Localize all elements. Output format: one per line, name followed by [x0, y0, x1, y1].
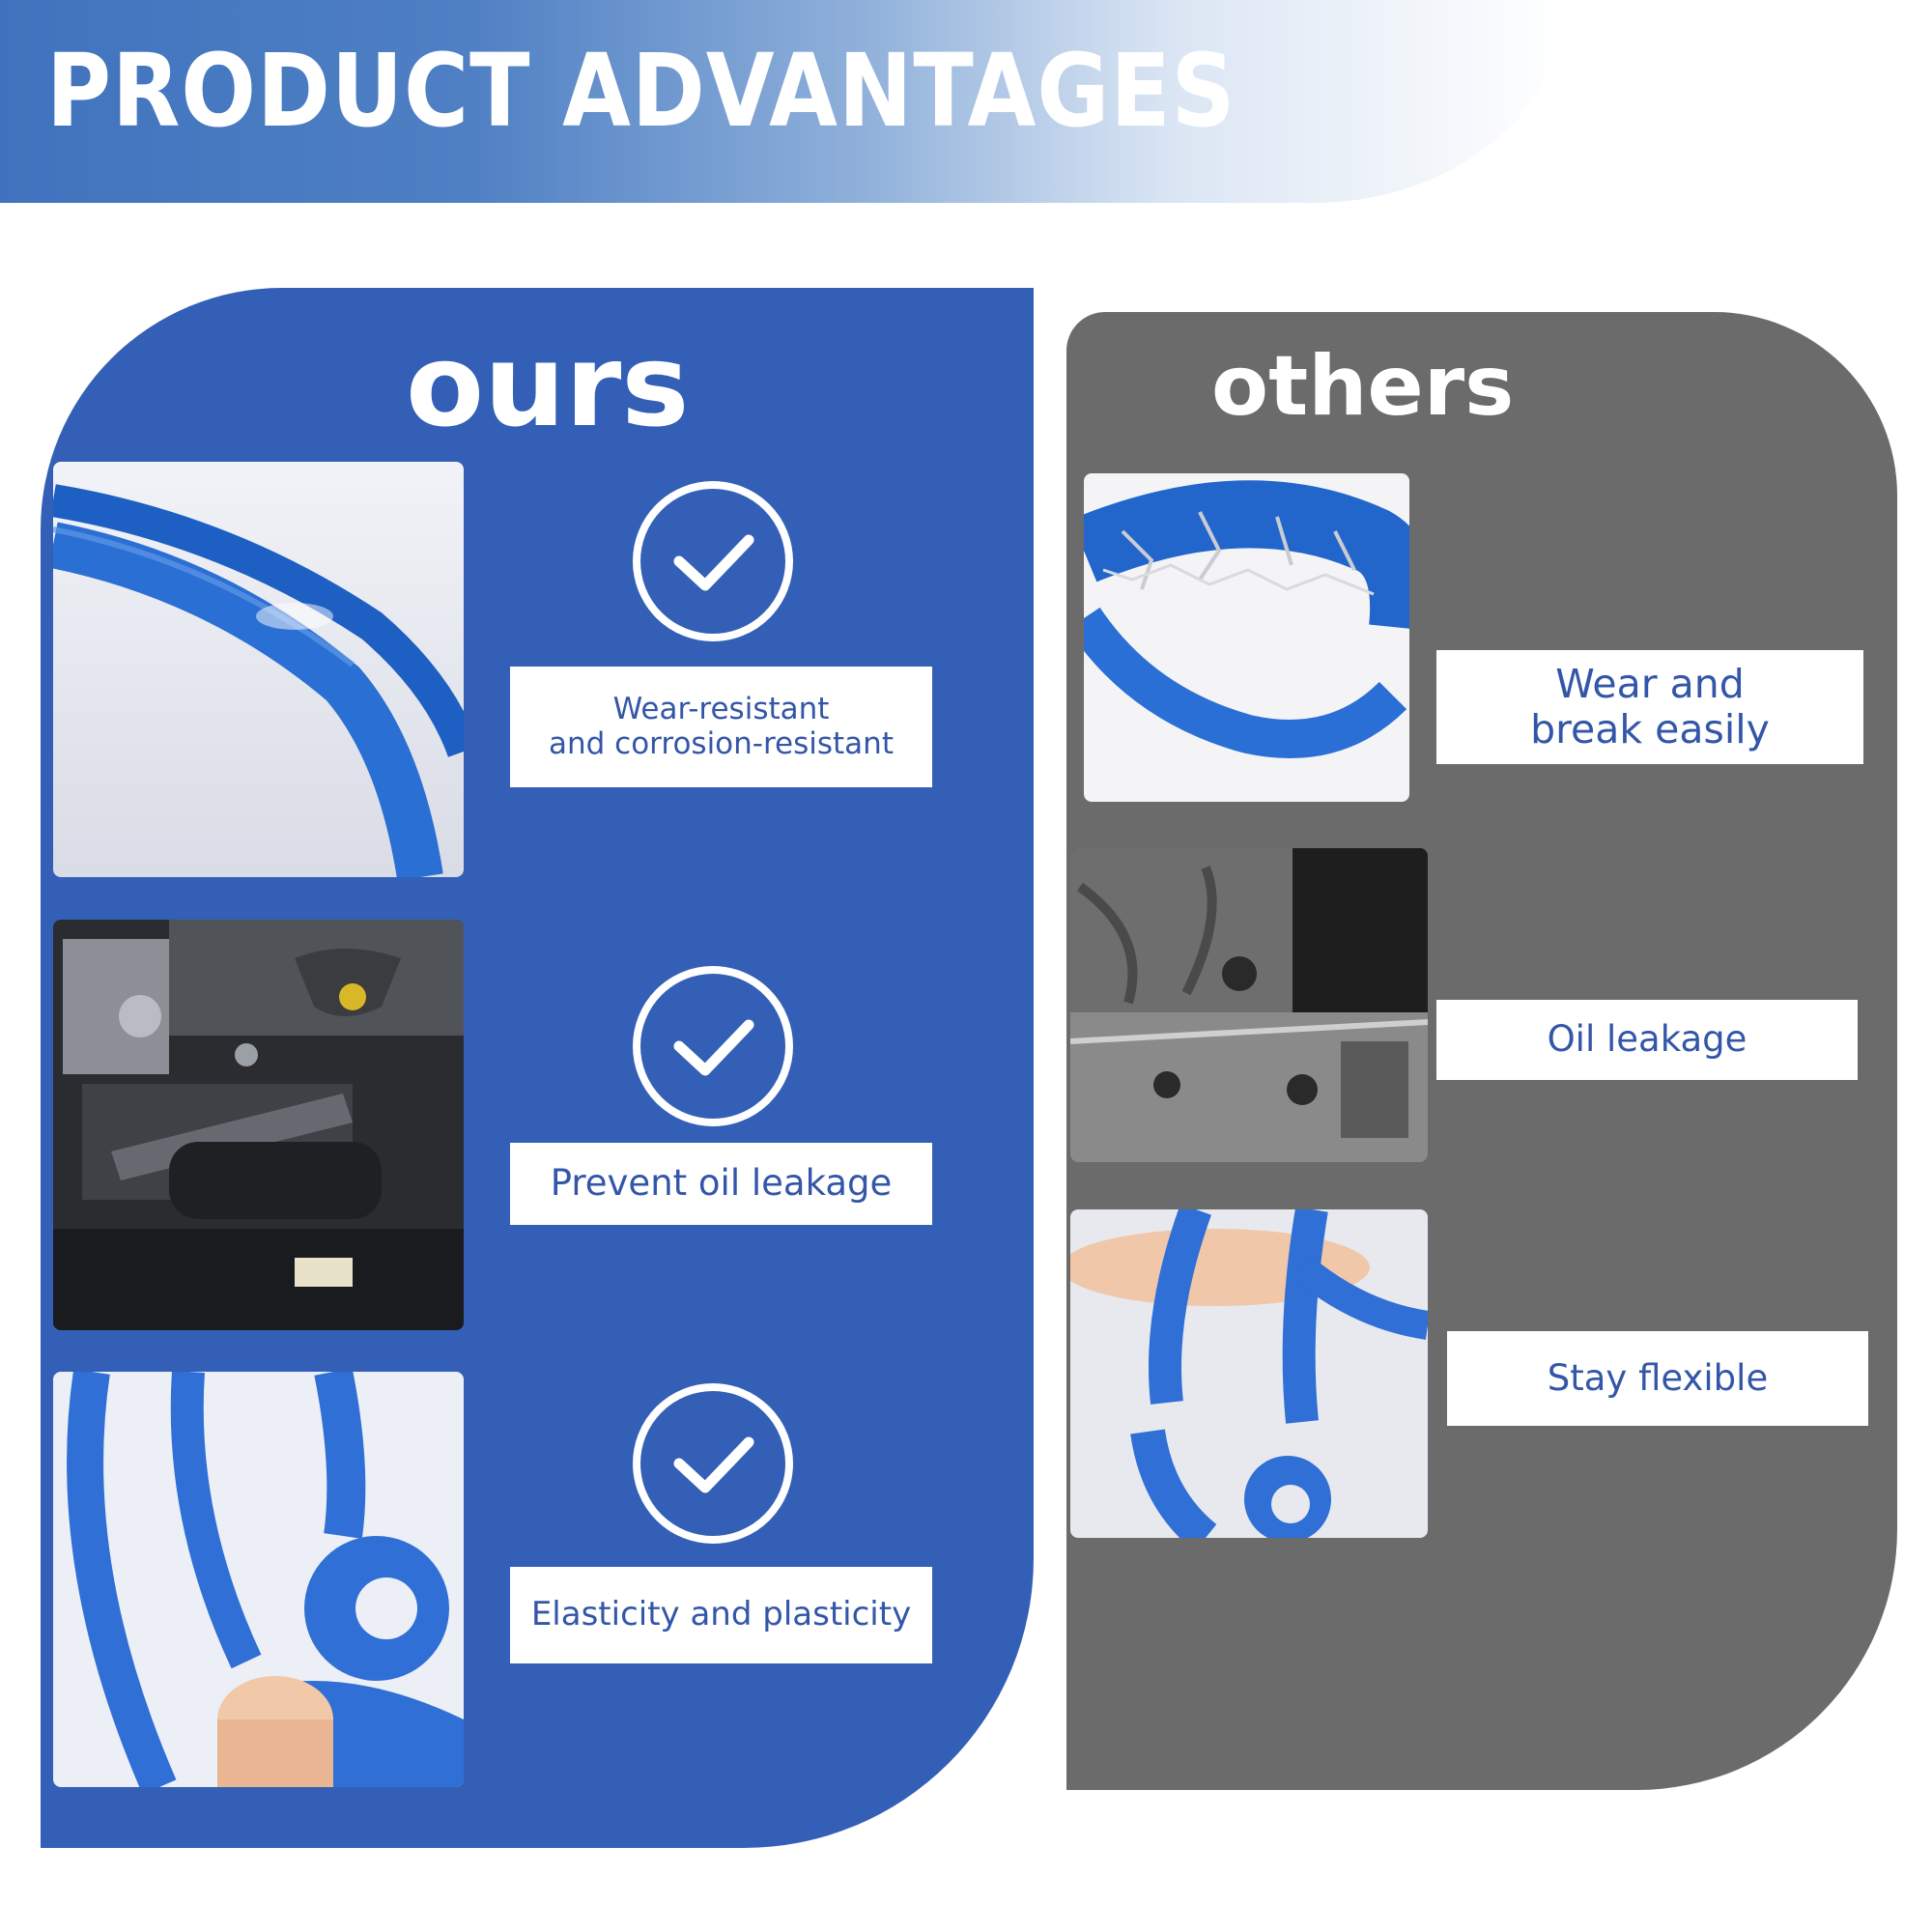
disadvantage-label-stay-flexible: Stay flexible: [1447, 1331, 1868, 1426]
header-banner: [0, 0, 1565, 203]
label-line: Wear-resistant: [612, 691, 830, 726]
label-line: Prevent oil leakage: [550, 1162, 893, 1205]
oily-engine-photo: [1070, 848, 1428, 1162]
label-line: Elasticity and plasticity: [530, 1595, 912, 1634]
check-circle-icon: [633, 966, 793, 1126]
label-line: break easily: [1530, 706, 1770, 753]
advantage-label-elasticity: Elasticity and plasticity: [510, 1567, 932, 1663]
label-line: Stay flexible: [1547, 1356, 1769, 1399]
gasket-hand-photo: [53, 1372, 464, 1787]
check-circle-icon: [633, 1383, 793, 1544]
broken-gasket-photo: [1070, 1209, 1428, 1538]
advantage-label-prevent-oil-leakage: Prevent oil leakage: [510, 1143, 932, 1225]
label-line: Wear and: [1555, 660, 1745, 707]
label-line: and corrosion-resistant: [549, 725, 894, 761]
cracked-ring-photo: [1084, 473, 1409, 802]
label-line: Oil leakage: [1547, 1018, 1747, 1061]
check-circle-icon: [633, 481, 793, 641]
others-heading: others: [1211, 338, 1515, 435]
disadvantage-label-oil-leakage: Oil leakage: [1436, 1000, 1858, 1080]
page-title: PRODUCT ADVANTAGES: [46, 32, 1236, 150]
ours-heading: ours: [406, 319, 690, 452]
seal-ring-photo: [53, 462, 464, 877]
engine-bay-photo: [53, 920, 464, 1330]
